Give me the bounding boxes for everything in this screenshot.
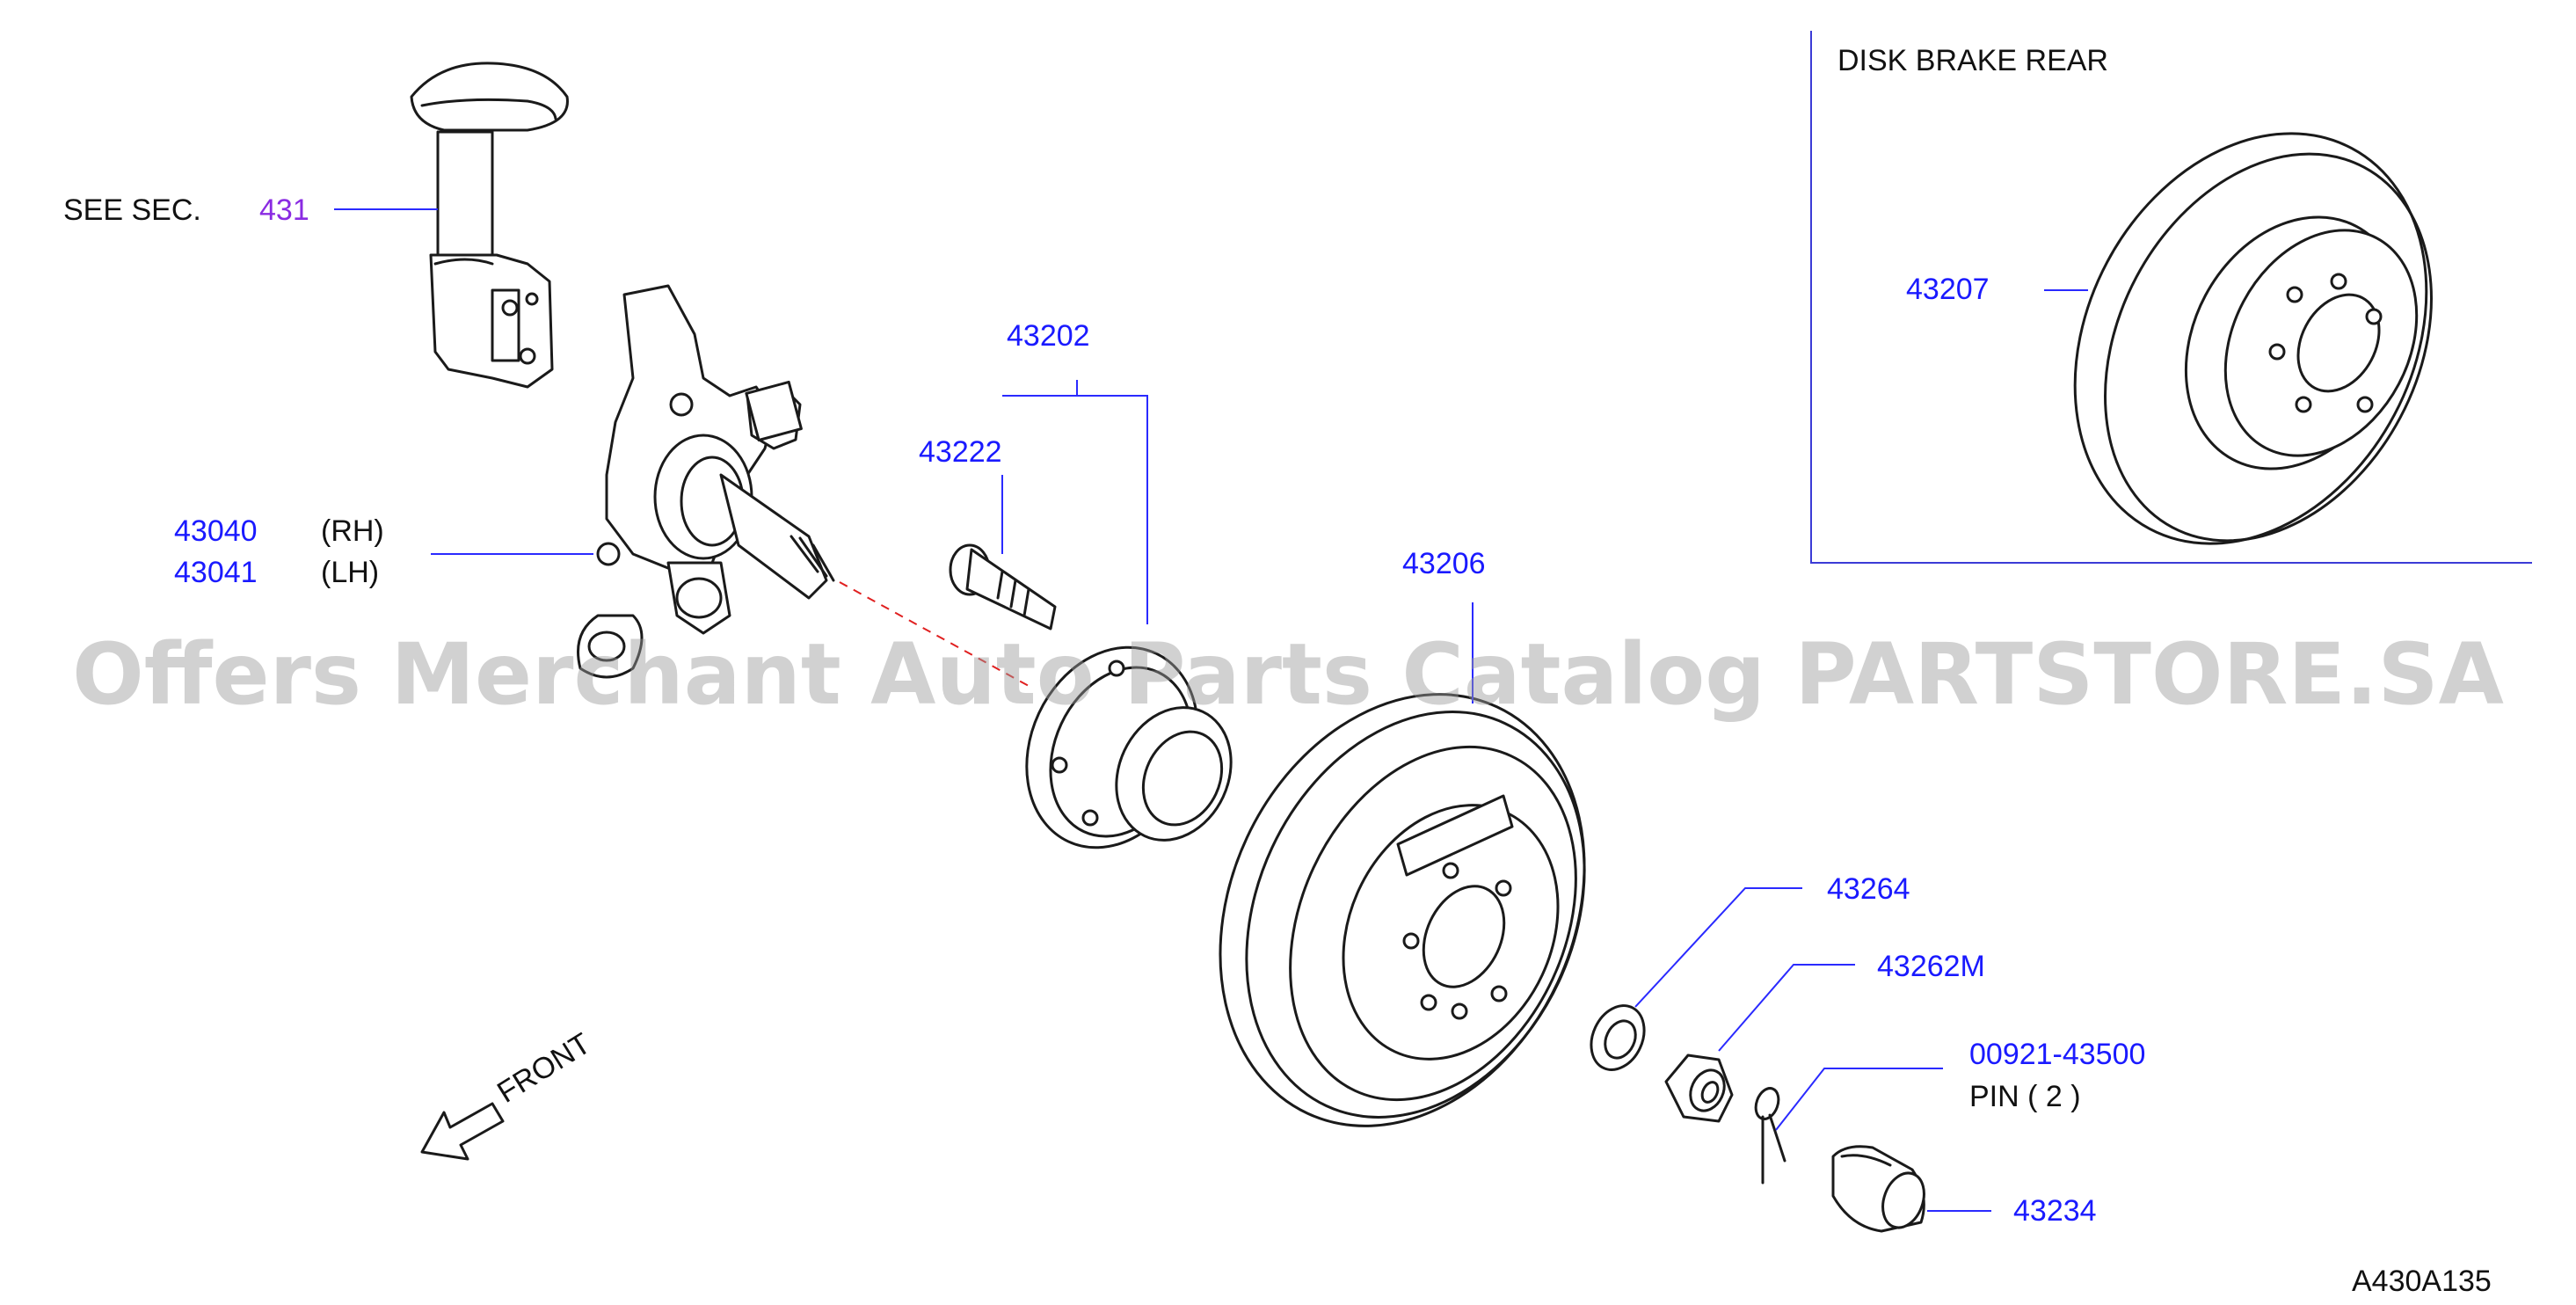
strut-drawing [410, 62, 569, 389]
diagram-code: A430A135 [2352, 1265, 2492, 1298]
part-link-43207[interactable]: 43207 [1906, 273, 1990, 306]
part-link-43206[interactable]: 43206 [1402, 547, 1486, 580]
assembly-axis-line [839, 581, 1030, 687]
hub-bolt-drawing [949, 543, 1057, 631]
nut-drawing [1664, 1053, 1734, 1123]
part-link-43040[interactable]: 43040 [174, 514, 258, 548]
leader-43262m [1718, 964, 1855, 1052]
part-link-43222[interactable]: 43222 [919, 435, 1002, 469]
hub-assembly-drawing [1025, 645, 1233, 849]
brake-drum-drawing [1219, 693, 1586, 1127]
part-link-43262m[interactable]: 43262M [1877, 950, 1985, 983]
leader-00921 [1775, 1068, 1943, 1131]
washer-drawing [1590, 1004, 1646, 1071]
see-section-prefix: SEE SEC. [63, 193, 201, 227]
disk-brake-inset: DISK BRAKE REAR 43207 [1810, 31, 2532, 564]
front-arrow-icon [420, 1102, 505, 1161]
part-link-43264[interactable]: 43264 [1827, 872, 1910, 906]
inset-frame [1810, 31, 2532, 564]
leader-43264 [1634, 887, 1802, 1008]
watermark: Offers Merchant Auto Parts Catalog PARTS… [72, 625, 2504, 724]
steering-knuckle-drawing [577, 284, 835, 679]
front-label: FRONT [491, 1027, 596, 1110]
side-rh: (RH) [321, 514, 384, 548]
cotter-pin-drawing [1754, 1087, 1786, 1185]
part-link-43202[interactable]: 43202 [1007, 319, 1090, 353]
disk-rotor-drawing [2073, 132, 2433, 545]
inset-title: DISK BRAKE REAR [1837, 44, 2108, 77]
leader-43202-right [1002, 395, 1148, 624]
part-link-00921-43500[interactable]: 00921-43500 [1969, 1038, 2145, 1071]
section-link-431[interactable]: 431 [259, 193, 309, 227]
hub-cap-drawing [1831, 1145, 1925, 1233]
part-link-43041[interactable]: 43041 [174, 556, 258, 589]
part-link-43234[interactable]: 43234 [2013, 1194, 2097, 1228]
pin-quantity-label: PIN ( 2 ) [1969, 1080, 2081, 1113]
side-lh: (LH) [321, 556, 379, 589]
